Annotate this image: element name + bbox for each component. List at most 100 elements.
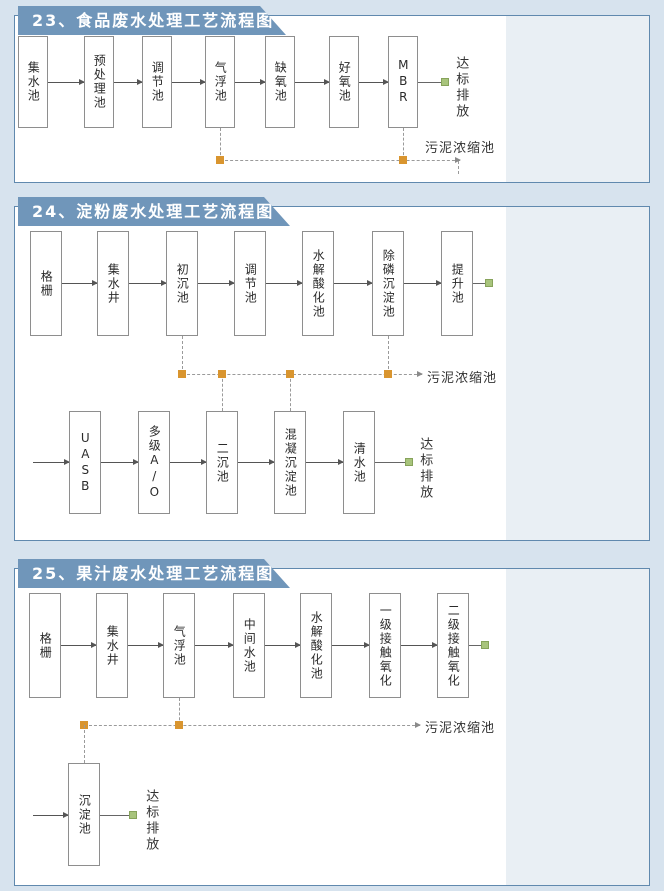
flow-arrow (172, 79, 206, 85)
flow-arrow (195, 642, 234, 648)
panel-title: 24、淀粉废水处理工艺流程图 (32, 202, 275, 221)
sludge-line-vertical (222, 374, 223, 411)
sludge-line-vertical (220, 128, 221, 160)
flow-arrow (359, 79, 389, 85)
junction-node (384, 370, 392, 378)
stage-box: 清水池 (343, 411, 375, 514)
stage-label: 气浮池 (213, 61, 228, 103)
sludge-line-tick (458, 161, 459, 174)
stage-label: 初沉池 (175, 262, 190, 305)
flow-arrow (295, 79, 330, 85)
stage-box: 调节池 (142, 36, 172, 128)
sludge-line-vertical (179, 698, 180, 725)
stage-label: UASB (78, 430, 93, 495)
flow-arrow (114, 79, 143, 85)
flow-arrow (62, 280, 98, 286)
sludge-line-horizontal (182, 371, 423, 377)
junction-node (216, 156, 224, 164)
stage-label: 二级接触氧化 (446, 603, 461, 688)
stage-box: 水解酸化池 (300, 593, 332, 698)
transfer-line (469, 645, 481, 646)
discharge-node (129, 811, 137, 819)
stage-box: 二级接触氧化 (437, 593, 469, 698)
stage-box: 格栅 (29, 593, 61, 698)
flow-arrow (401, 642, 438, 648)
discharge-label: 达标排放 (143, 789, 159, 853)
stage-label: 气浮池 (172, 624, 187, 667)
sludge-line-vertical (182, 336, 183, 374)
flow-arrow (306, 459, 344, 465)
stage-box: 提升池 (441, 231, 473, 336)
flow-arrow (128, 642, 164, 648)
stage-label: 集水井 (106, 262, 121, 305)
sludge-tank-label: 污泥浓缩池 (425, 141, 496, 156)
stage-box: 集水井 (97, 231, 129, 336)
stage-box: 预处理池 (84, 36, 114, 128)
stage-label: 多级A/O (147, 424, 162, 501)
process-panel-24: 格栅 集水井 初沉池 调节池 水解酸化池 除磷沉淀池 提升池 污泥浓缩池 UAS… (14, 206, 650, 541)
stage-box: 气浮池 (205, 36, 235, 128)
stage-label: 沉淀池 (77, 793, 92, 836)
sludge-tank-label: 污泥浓缩池 (425, 721, 496, 736)
stage-label: 水解酸化池 (311, 248, 326, 319)
stage-box: 除磷沉淀池 (372, 231, 404, 336)
stage-box: 格栅 (30, 231, 62, 336)
sludge-line-vertical (84, 725, 85, 763)
panel-title: 23、食品废水处理工艺流程图 (32, 11, 275, 30)
flow-arrow (48, 79, 85, 85)
stage-box: 集水池 (18, 36, 48, 128)
discharge-label: 达标排放 (417, 437, 433, 501)
stage-box: 缺氧池 (265, 36, 295, 128)
junction-node (178, 370, 186, 378)
panel-title-banner: 24、淀粉废水处理工艺流程图 (18, 197, 290, 226)
stage-label: 清水池 (352, 441, 367, 484)
inflow-arrow (33, 812, 69, 818)
inflow-arrow (33, 459, 70, 465)
junction-node (399, 156, 407, 164)
stage-box: 好氧池 (329, 36, 359, 128)
stage-label: 中间水池 (242, 617, 257, 674)
stage-label: 缺氧池 (273, 61, 288, 103)
stage-box: 初沉池 (166, 231, 198, 336)
stage-label: 提升池 (450, 262, 465, 305)
discharge-node (485, 279, 493, 287)
stage-box: 气浮池 (163, 593, 195, 698)
panel-title: 25、果汁废水处理工艺流程图 (32, 564, 275, 583)
stage-box: 中间水池 (233, 593, 265, 698)
stage-box: MBR (388, 36, 418, 128)
sludge-line-vertical (403, 128, 404, 160)
stage-box: 二沉池 (206, 411, 238, 514)
stage-label: 调节池 (150, 61, 165, 103)
stage-label: 除磷沉淀池 (381, 248, 396, 319)
discharge-node (405, 458, 413, 466)
sludge-line-vertical (290, 374, 291, 411)
stage-label: 集水井 (105, 624, 120, 667)
stage-label: 水解酸化池 (309, 610, 324, 681)
junction-node (175, 721, 183, 729)
panel-title-banner: 25、果汁废水处理工艺流程图 (18, 559, 290, 588)
flow-arrow (61, 642, 97, 648)
stage-label: MBR (396, 58, 411, 106)
discharge-node (481, 641, 489, 649)
stage-label: 一级接触氧化 (378, 603, 393, 688)
flow-arrow (265, 642, 301, 648)
sludge-line-horizontal (220, 157, 461, 163)
panel-title-banner: 23、食品废水处理工艺流程图 (18, 6, 286, 35)
stage-box: 混凝沉淀池 (274, 411, 306, 514)
flow-arrow (101, 459, 139, 465)
flow-arrow (198, 280, 235, 286)
stage-label: 二沉池 (215, 441, 230, 484)
process-panel-25: 格栅 集水井 气浮池 中间水池 水解酸化池 一级接触氧化 二级接触氧化 污泥浓缩… (14, 568, 650, 886)
stage-label: 格栅 (39, 269, 54, 298)
stage-box: UASB (69, 411, 101, 514)
flow-arrow (235, 79, 266, 85)
stage-label: 调节池 (243, 262, 258, 305)
stage-box: 调节池 (234, 231, 266, 336)
stage-label: 集水池 (26, 61, 41, 103)
flow-arrow (238, 459, 275, 465)
discharge-line (100, 815, 129, 816)
transfer-line (473, 283, 485, 284)
sludge-line-horizontal (84, 722, 421, 728)
discharge-line (418, 82, 441, 83)
